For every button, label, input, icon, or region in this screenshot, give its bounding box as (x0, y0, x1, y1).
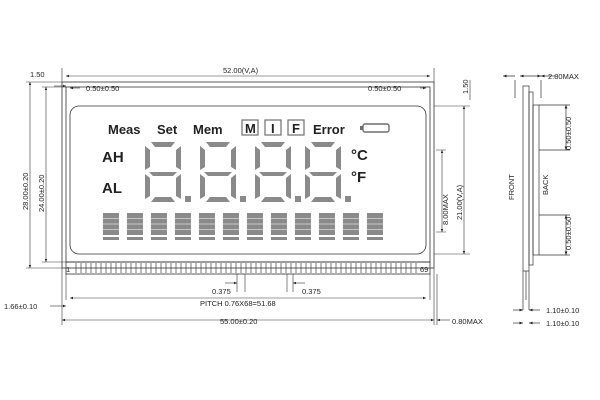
front-label: FRONT (507, 174, 516, 200)
seven-segment-digits (145, 142, 351, 202)
digit-3 (255, 142, 301, 202)
dim-side-offset-bottom: 0.50±0.50 (564, 217, 573, 250)
m-box-indicator: M (245, 121, 256, 136)
dim-top-margin: 1.50 (30, 70, 45, 79)
dim-va-offset-right: 0.50±0.50 (368, 84, 401, 93)
pin-strip (65, 261, 431, 275)
i-box-indicator: I (271, 121, 275, 136)
side-view (503, 76, 570, 325)
dim-height-glass: 24.00±0.20 (37, 175, 46, 212)
viewing-area (69, 105, 427, 255)
celsius-indicator: °C (351, 147, 368, 164)
dim-pin-gap: 0.375 (302, 287, 321, 296)
fahrenheit-indicator: °F (351, 169, 366, 186)
dim-side-pin-2: 1.10±0.10 (546, 319, 579, 328)
pin-1-label: 1 (66, 265, 70, 274)
dim-pin-overhang: 0.80MAX (452, 317, 483, 326)
dim-height-va: 21.00(V,A) (455, 184, 464, 220)
dim-side-thickness: 2.80MAX (548, 72, 579, 81)
set-indicator: Set (157, 122, 178, 137)
dim-side-pin-1: 1.10±0.10 (546, 306, 579, 315)
battery-icon (360, 123, 390, 133)
dot-matrix-row (103, 213, 383, 240)
dim-pin-width: 0.375 (212, 287, 231, 296)
back-label: BACK (541, 175, 550, 195)
dim-pitch: PITCH 0.76X68=51.68 (200, 299, 276, 308)
mem-indicator: Mem (193, 122, 223, 137)
error-indicator: Error (313, 122, 345, 137)
dim-total-width-va: 52.00(V,A) (223, 66, 259, 75)
dim-pin-offset: 1.66±0.10 (4, 302, 37, 311)
meas-indicator: Meas (108, 122, 141, 137)
dim-side-offset-top: 0.50±0.50 (564, 117, 573, 150)
indicator-row: Meas Set Mem M I F Error (108, 119, 390, 137)
front-glass (65, 86, 431, 263)
digit-4 (305, 142, 351, 202)
al-indicator: AL (102, 180, 122, 197)
front-view (61, 81, 435, 269)
dim-height-total: 28.00±0.20 (21, 173, 30, 210)
dim-va-offset-left: 0.50±0.50 (86, 84, 119, 93)
pin-69-label: 69 (420, 265, 428, 274)
f-box-indicator: F (292, 121, 300, 136)
ah-indicator: AH (102, 149, 124, 166)
glass-outline (61, 81, 435, 269)
digit-1 (145, 142, 191, 202)
dim-pin-height-max: 8.00MAX (441, 194, 450, 225)
dim-total-width: 55.00±0.20 (220, 317, 257, 326)
digit-2 (200, 142, 246, 202)
dim-top-margin-right: 1.50 (461, 79, 470, 94)
